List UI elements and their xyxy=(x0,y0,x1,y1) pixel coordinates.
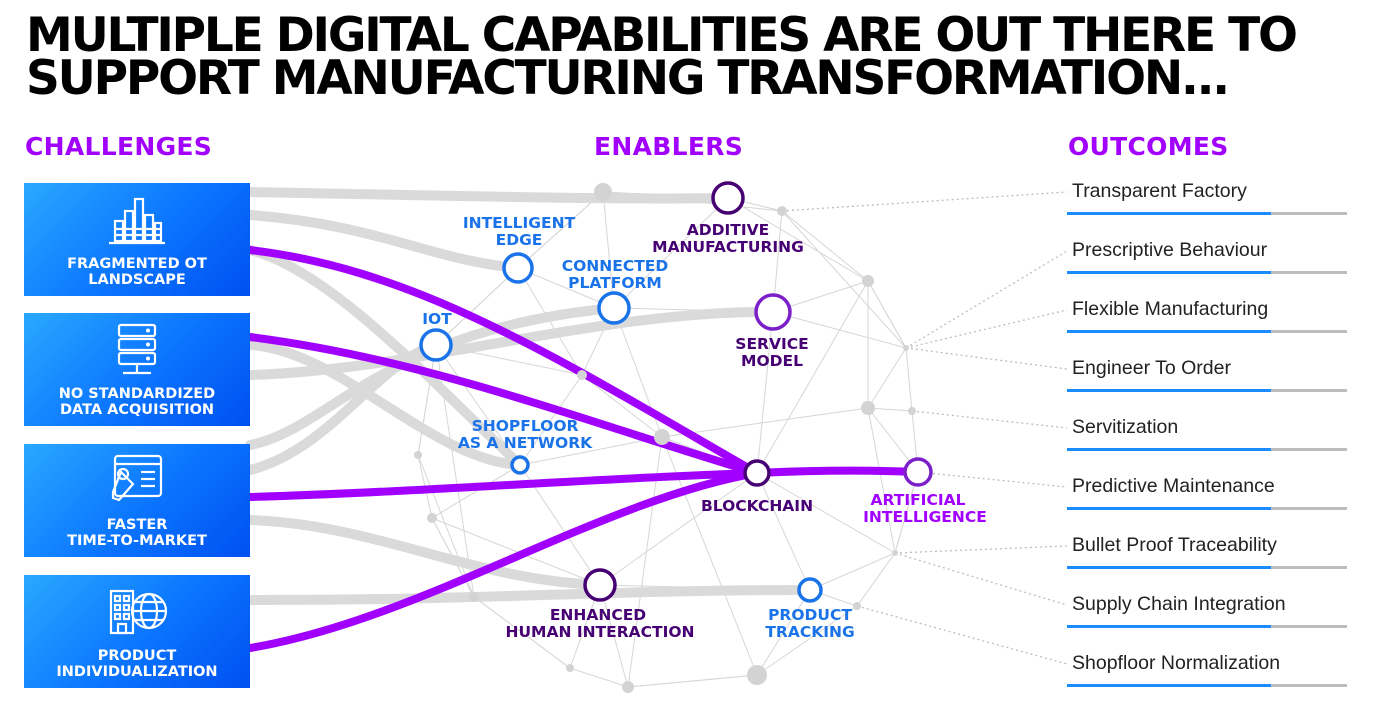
outcome-connectors xyxy=(781,191,1068,665)
challenge-label: PRODUCT INDIVIDUALIZATION xyxy=(24,648,250,680)
challenge-card-data-acquisition: NO STANDARDIZED DATA ACQUISITION xyxy=(24,313,250,426)
connected-platform-node xyxy=(597,291,631,325)
challenge-label-line-2: TIME-TO-MARKET xyxy=(67,533,207,549)
outcome-underline xyxy=(1067,684,1347,687)
outcome-item: Bullet Proof Traceability xyxy=(1072,534,1277,556)
additive-manufacturing-label-2: MANUFACTURING xyxy=(652,238,804,256)
network-mesh xyxy=(417,191,919,688)
enabler-rings xyxy=(419,181,933,603)
intelligent-edge-label-2: EDGE xyxy=(496,231,543,249)
product-tracking-node xyxy=(797,577,823,603)
service-model-label-2: MODEL xyxy=(741,352,803,370)
outcome-item: Flexible Manufacturing xyxy=(1072,298,1269,320)
enhanced-human-interaction-label-1: ENHANCED xyxy=(550,606,646,624)
blockchain-node xyxy=(743,459,771,487)
outcome-underline xyxy=(1067,330,1347,333)
additive-manufacturing-node xyxy=(711,181,745,215)
outcome-item: Supply Chain Integration xyxy=(1072,593,1286,615)
challenge-label-line-1: FRAGMENTED OT xyxy=(67,256,207,272)
outcome-underline xyxy=(1067,271,1347,274)
connected-platform-label-1: CONNECTED xyxy=(562,257,669,275)
challenge-label-line-2: LANDSCAPE xyxy=(88,272,186,288)
challenge-label-line-1: NO STANDARDIZED xyxy=(58,386,216,402)
artificial-intelligence-label-1: ARTIFICIAL xyxy=(871,491,966,509)
enhanced-human-interaction-label-2: HUMAN INTERACTION xyxy=(505,623,694,641)
challenges-heading: CHALLENGES xyxy=(25,132,213,161)
enablers-heading: ENABLERS xyxy=(594,132,744,161)
outcome-underline xyxy=(1067,507,1347,510)
intelligent-edge-node xyxy=(502,252,534,284)
outcome-item: Shopfloor Normalization xyxy=(1072,652,1281,674)
artificial-intelligence-node xyxy=(903,457,933,487)
outcome-underline xyxy=(1067,212,1347,215)
challenge-label-line-1: FASTER xyxy=(106,517,168,533)
wrench-screen-icon xyxy=(111,454,163,502)
product-tracking-label-1: PRODUCT xyxy=(768,606,852,624)
enhanced-human-interaction-node xyxy=(583,568,617,602)
shopfloor-network-node xyxy=(510,455,530,475)
building-globe-icon xyxy=(109,589,168,635)
headline-line-2: SUPPORT MANUFACTURING TRANSFORMATION... xyxy=(26,51,1230,106)
outcome-underline xyxy=(1067,448,1347,451)
outcome-item: Transparent Factory xyxy=(1072,180,1247,202)
outcome-item: Engineer To Order xyxy=(1072,357,1231,379)
challenge-card-product-individualization: PRODUCT INDIVIDUALIZATION xyxy=(24,575,250,688)
iot-label: IOT xyxy=(422,310,452,328)
iot-node xyxy=(419,328,453,362)
challenge-card-fragmented-ot: FRAGMENTED OT LANDSCAPE xyxy=(24,183,250,296)
network-nodes xyxy=(414,183,916,693)
purple-flow-lines xyxy=(246,246,922,652)
server-icon xyxy=(117,323,157,375)
connected-platform-label-2: PLATFORM xyxy=(568,274,662,292)
outcome-item: Predictive Maintenance xyxy=(1072,475,1275,497)
service-model-node xyxy=(754,293,792,331)
service-model-label-1: SERVICE xyxy=(735,335,808,353)
challenge-label-line-2: DATA ACQUISITION xyxy=(59,402,215,418)
challenge-label-line-1: PRODUCT xyxy=(97,648,177,664)
bar-chart-icon xyxy=(109,197,165,245)
challenge-card-time-to-market: FASTER TIME-TO-MARKET xyxy=(24,444,250,557)
challenge-label: FASTER TIME-TO-MARKET xyxy=(24,517,250,549)
additive-manufacturing-label-1: ADDITIVE xyxy=(687,221,769,239)
outcome-underline xyxy=(1067,566,1347,569)
headline-line-1: MULTIPLE DIGITAL CAPABILITIES ARE OUT TH… xyxy=(26,8,1298,63)
challenge-label: NO STANDARDIZED DATA ACQUISITION xyxy=(24,386,250,418)
shopfloor-network-label-1: SHOPFLOOR xyxy=(472,417,579,435)
challenge-label-line-2: INDIVIDUALIZATION xyxy=(56,664,218,680)
headline: MULTIPLE DIGITAL CAPABILITIES ARE OUT TH… xyxy=(26,8,1298,106)
outcome-underline xyxy=(1067,389,1347,392)
product-tracking-label-2: TRACKING xyxy=(765,623,854,641)
outcomes-heading: OUTCOMES xyxy=(1068,132,1229,161)
outcome-underline xyxy=(1067,625,1347,628)
gray-flow-lines xyxy=(245,187,815,605)
enabler-labels: INTELLIGENT EDGE CONNECTED PLATFORM ADDI… xyxy=(422,214,987,641)
shopfloor-network-label-2: AS A NETWORK xyxy=(458,434,593,452)
outcome-item: Servitization xyxy=(1072,416,1179,438)
blockchain-label: BLOCKCHAIN xyxy=(701,497,813,515)
artificial-intelligence-label-2: INTELLIGENCE xyxy=(863,508,987,526)
outcome-item: Prescriptive Behaviour xyxy=(1072,239,1268,261)
challenge-label: FRAGMENTED OT LANDSCAPE xyxy=(24,256,250,288)
intelligent-edge-label-1: INTELLIGENT xyxy=(463,214,576,232)
